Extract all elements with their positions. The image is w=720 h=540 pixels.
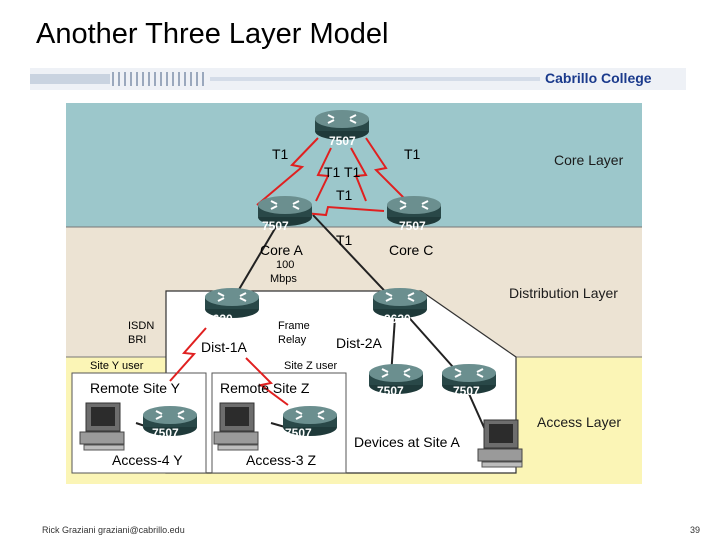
network-diagram: 7507 7507 7507 3620 3620 7507 7507 7507 … [66,103,642,484]
label-speed-value: 100 [276,259,294,271]
layer-label-distribution: Distribution Layer [509,285,618,301]
workstation-icon [477,419,523,468]
router-label-access-z: 7507 [285,426,312,440]
label-relay: Relay [278,334,307,346]
label-access-4y: Access-4 Y [112,452,183,468]
router-label-access-a1: 7507 [377,384,404,398]
label-core-c: Core C [389,242,433,258]
label-t1-lower: T1 [336,232,353,248]
router-label-access-y: 7507 [152,426,179,440]
label-t1-left: T1 [272,146,289,162]
label-t1-inner: T1 T1 [324,164,361,180]
router-label-core-a: 7507 [262,219,289,233]
label-isdn: ISDN [128,320,154,332]
page-number: 39 [690,525,701,535]
label-remote-site-y: Remote Site Y [90,380,181,396]
label-frame: Frame [278,320,310,332]
college-name: Cabrillo College [545,70,652,86]
label-dist-2a: Dist-2A [336,335,383,351]
slide-title: Another Three Layer Model [36,18,389,50]
router-label-core-c: 7507 [399,219,426,233]
header-stripe [30,68,686,90]
label-bri: BRI [128,334,146,346]
footer-author: Rick Graziani graziani@cabrillo.edu [42,525,185,535]
router-label-dist-2a: 3620 [384,312,411,326]
router-label-access-a2: 7507 [453,384,480,398]
layer-label-core: Core Layer [554,152,624,168]
label-devices-site-a: Devices at Site A [354,434,460,450]
label-speed-unit: Mbps [270,273,297,285]
label-dist-1a: Dist-1A [201,339,248,355]
layer-label-access: Access Layer [537,414,621,430]
router-label-dist-1a: 3620 [206,312,233,326]
router-label-core-top: 7507 [329,134,356,148]
label-site-y-user: Site Y user [90,360,144,372]
workstation-icon [213,402,259,451]
workstation-icon [79,402,125,451]
label-remote-site-z: Remote Site Z [220,380,310,396]
label-access-3z: Access-3 Z [246,452,316,468]
label-t1-right: T1 [404,146,421,162]
label-site-z-user: Site Z user [284,360,338,372]
label-t1-middle: T1 [336,187,353,203]
label-core-a: Core A [260,242,303,258]
